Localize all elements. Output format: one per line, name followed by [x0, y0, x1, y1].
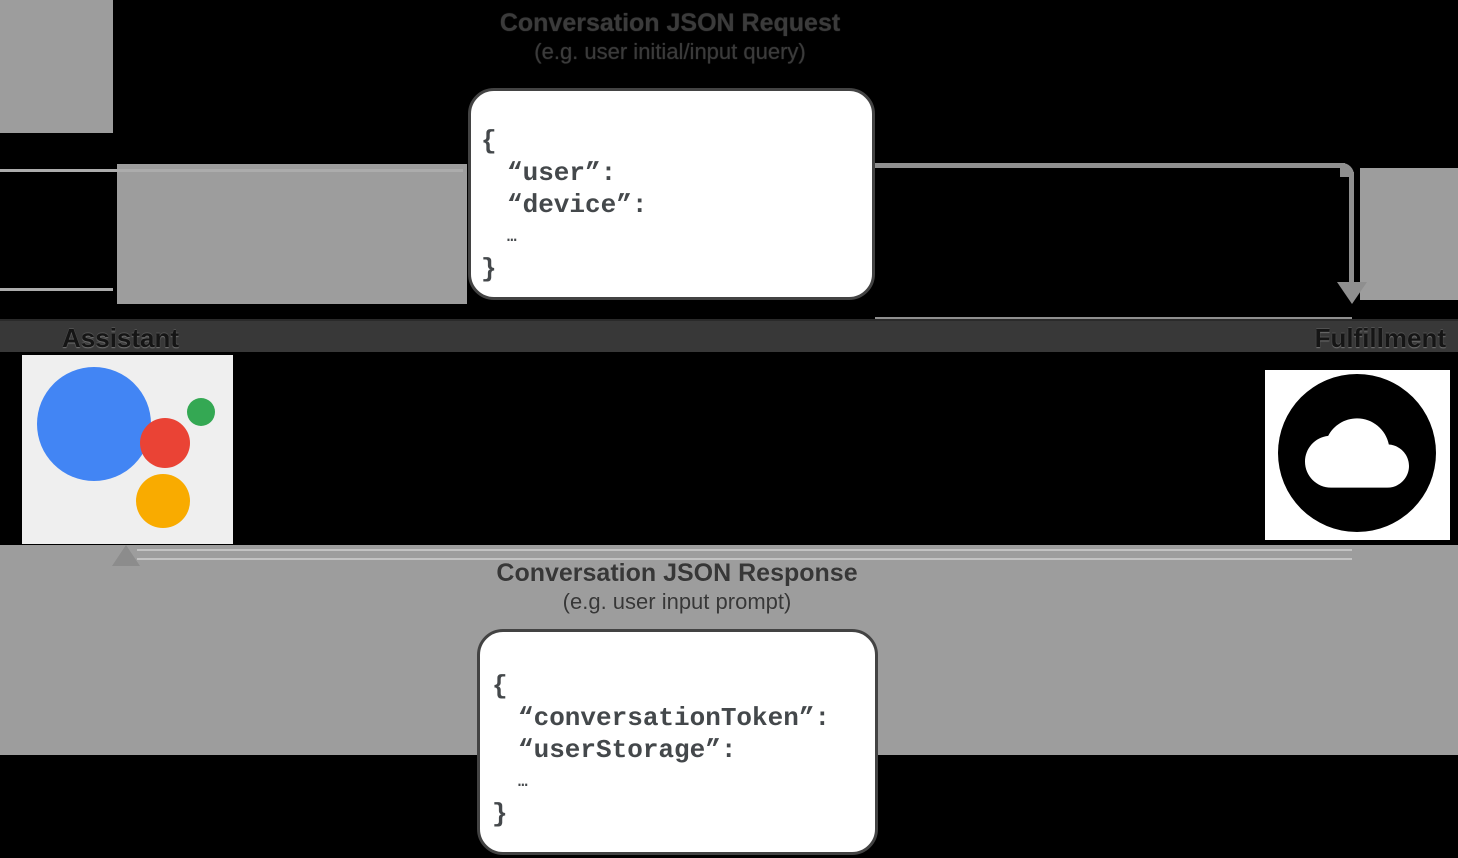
- code-line-ellipsis: …: [507, 228, 519, 246]
- code-line: }: [492, 799, 508, 829]
- request-arrow-bottom-edge: [875, 317, 1352, 319]
- assistant-node: [22, 355, 233, 544]
- request-json-box: { “user”: “device”: … }: [468, 88, 875, 300]
- code-line-userstorage-key: “userStorage”:: [518, 735, 737, 765]
- response-arrowhead-icon: [112, 545, 140, 566]
- request-arrow-edge-line: [0, 169, 463, 172]
- code-line: }: [481, 254, 497, 284]
- response-json-box: { “conversationToken”: “userStorage”: … …: [477, 629, 878, 855]
- code-line: {: [481, 126, 497, 156]
- code-line-user-key: “user”:: [507, 158, 617, 188]
- node-label-band: Assistant Fulfillment: [0, 319, 1458, 353]
- request-arrow-edge-line: [0, 288, 113, 291]
- request-arrow-band-right: [1360, 168, 1458, 300]
- fulfillment-label: Fulfillment: [1314, 323, 1446, 353]
- response-label-group: Conversation JSON Response (e.g. user in…: [407, 558, 947, 616]
- assistant-blue-circle: [37, 367, 151, 481]
- request-label-subtitle: (e.g. user initial/input query): [534, 39, 806, 64]
- request-label-title: Conversation JSON Request: [499, 9, 841, 37]
- assistant-green-circle: [187, 398, 215, 426]
- code-line: {: [492, 671, 508, 701]
- request-arrow-band-center: [117, 164, 467, 304]
- request-arrow-band-left: [0, 0, 113, 133]
- code-line-ellipsis: …: [518, 773, 530, 791]
- response-arrow-edge-line: [137, 549, 1352, 551]
- request-arrow-shaft: [875, 163, 1345, 168]
- cloud-icon: [1278, 374, 1436, 532]
- fulfillment-node: [1265, 370, 1450, 540]
- cloud-glyph-icon: [1305, 418, 1409, 488]
- request-arrow-vertical: [1349, 172, 1354, 284]
- response-label-title: Conversation JSON Response: [496, 559, 858, 587]
- assistant-red-circle: [140, 418, 190, 468]
- request-label-group: Conversation JSON Request (e.g. user ini…: [400, 8, 940, 66]
- code-line-conversationtoken-key: “conversationToken”:: [518, 703, 831, 733]
- assistant-yellow-circle: [136, 474, 190, 528]
- response-arrow-edge-line: [137, 558, 1352, 560]
- response-label-subtitle: (e.g. user input prompt): [562, 589, 792, 614]
- assistant-label: Assistant: [62, 323, 180, 353]
- request-arrowhead-icon: [1337, 282, 1367, 304]
- code-line-device-key: “device”:: [507, 190, 648, 220]
